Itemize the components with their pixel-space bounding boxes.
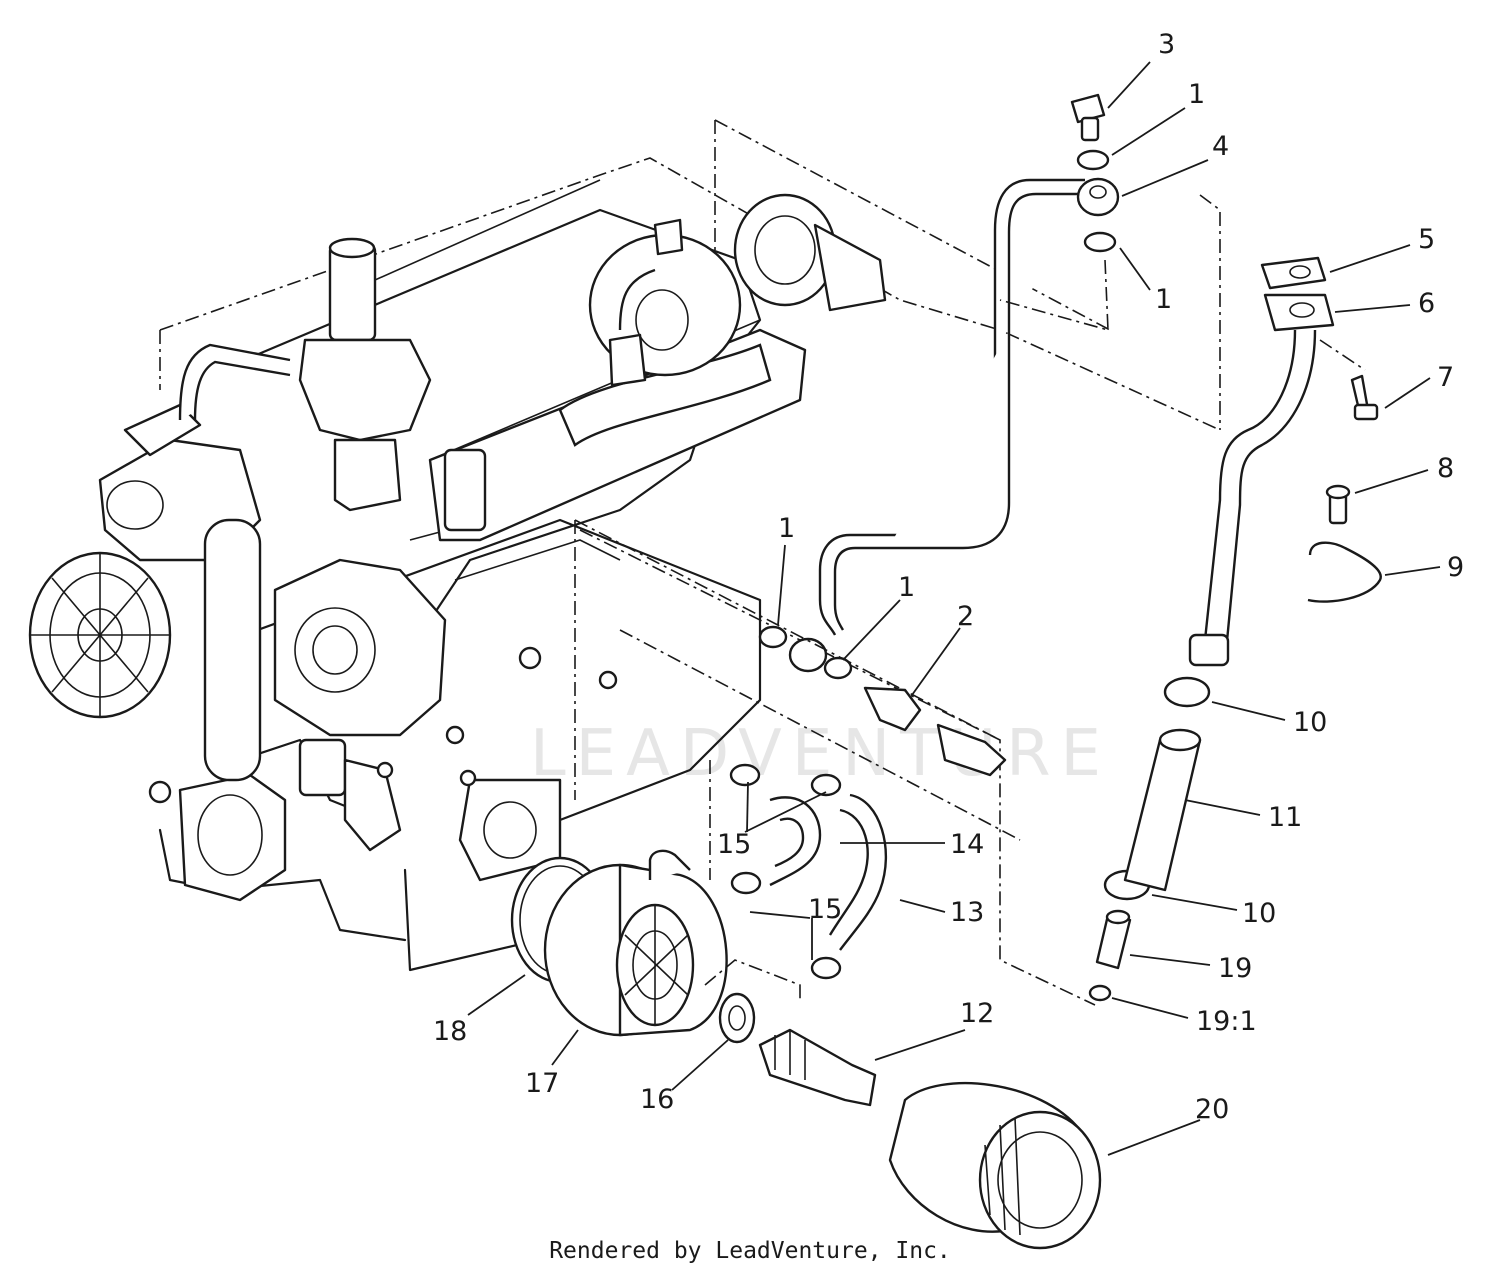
washer-1-top <box>1076 149 1110 171</box>
hose-clamp-10-top <box>1163 676 1211 708</box>
callout-19: 19 <box>1218 953 1252 984</box>
callout-15: 15 <box>808 894 842 925</box>
washer-1-mid <box>1083 231 1117 253</box>
leader-lines <box>467 61 1441 1156</box>
callout-15: 15 <box>717 829 751 860</box>
footer-credit: Rendered by LeadVenture, Inc. <box>549 1238 951 1264</box>
callout-1: 1 <box>1188 79 1205 110</box>
pressure-switch <box>936 723 1007 777</box>
banjo-bolt-3 <box>1070 93 1106 124</box>
callout-6: 6 <box>1418 288 1435 319</box>
callout-7: 7 <box>1437 362 1454 393</box>
washer-1-lower-left <box>758 625 788 649</box>
callout-3: 3 <box>1158 29 1175 60</box>
oil-feed-pipe-assembly <box>758 93 1120 777</box>
oil-cooler-assembly <box>510 519 1102 1250</box>
callout-1: 1 <box>778 513 795 544</box>
o-ring-19-1 <box>1088 984 1112 1002</box>
oil-return-assembly <box>1088 256 1382 1002</box>
banjo-fitting-lower <box>788 637 828 673</box>
callout-12: 12 <box>960 998 994 1029</box>
callout-5: 5 <box>1418 224 1435 255</box>
banjo-bolt-2 <box>863 686 922 732</box>
callout-13: 13 <box>950 897 984 928</box>
hose-clamp-15-d <box>810 956 842 980</box>
callout-20: 20 <box>1195 1094 1229 1125</box>
callout-4: 4 <box>1212 131 1229 162</box>
banjo-fitting-4 <box>1076 177 1120 217</box>
callout-1: 1 <box>898 572 915 603</box>
callout-1: 1 <box>1155 284 1172 315</box>
engine-assembly <box>28 119 1366 1006</box>
callout-14: 14 <box>950 829 984 860</box>
callout-2: 2 <box>957 601 974 632</box>
gasket-5 <box>1260 256 1327 290</box>
flange-6 <box>1263 293 1335 332</box>
hose-11 <box>1123 738 1202 892</box>
hose-clamp-15-b <box>810 773 842 797</box>
callout-9: 9 <box>1447 552 1464 583</box>
callout-10: 10 <box>1242 898 1276 929</box>
callout-19-1: 19:1 <box>1196 1006 1257 1037</box>
callout-8: 8 <box>1437 453 1454 484</box>
thermostat-neck <box>328 243 377 342</box>
callout-11: 11 <box>1268 802 1302 833</box>
hose-clamp-15-c <box>730 871 762 895</box>
center-bolt-12 <box>758 1028 877 1107</box>
washer-16 <box>718 992 756 1044</box>
front-cover <box>273 558 447 737</box>
callout-17: 17 <box>525 1068 559 1099</box>
coolant-pipe-lower <box>203 518 262 782</box>
callout-labels: 3 1 4 1 5 6 7 8 9 1 1 2 10 11 15 14 13 1… <box>433 29 1464 1125</box>
washer-1-lower-right <box>823 656 853 680</box>
clamp-9 <box>1307 541 1382 603</box>
callout-16: 16 <box>640 1084 674 1115</box>
hose-clamp-15-a <box>729 763 761 787</box>
callout-10: 10 <box>1293 707 1327 738</box>
callout-18: 18 <box>433 1016 467 1047</box>
